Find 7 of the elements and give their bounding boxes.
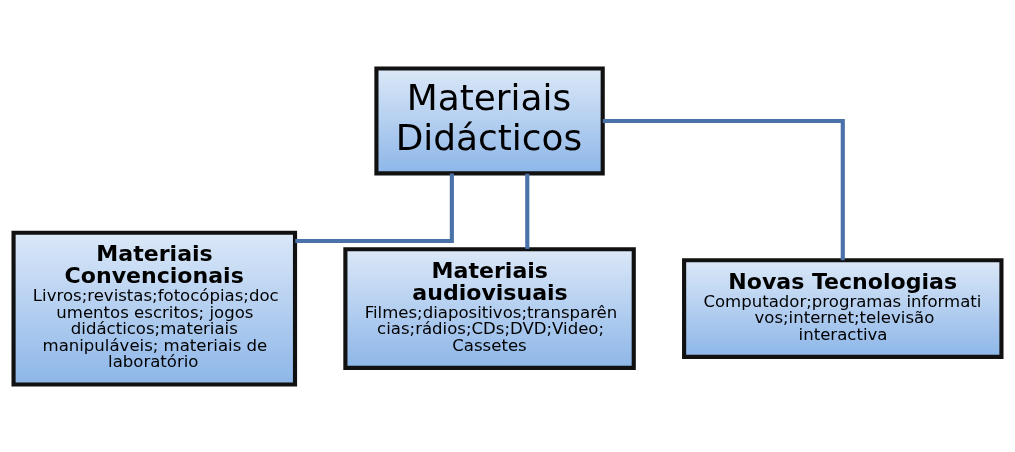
node-box: Materiais audiovisuais Filmes;diapositivos;transparências;rádios;CDs;DVD;Video; Cassetes (343, 246, 636, 370)
node-box: Materiais Convencionais Livros;revistas;fotocópias;documentos escritos; jogos didácticos;materiais manipuláveis; materiais de laboratório (11, 230, 298, 387)
node-box: Novas Tecnologias Computador;programas informativos;internet;televisão interactiva (682, 257, 1004, 359)
connector (295, 173, 454, 243)
connector (602, 118, 845, 260)
connector (525, 173, 530, 249)
node-box: Materiais Didácticos (374, 65, 605, 175)
